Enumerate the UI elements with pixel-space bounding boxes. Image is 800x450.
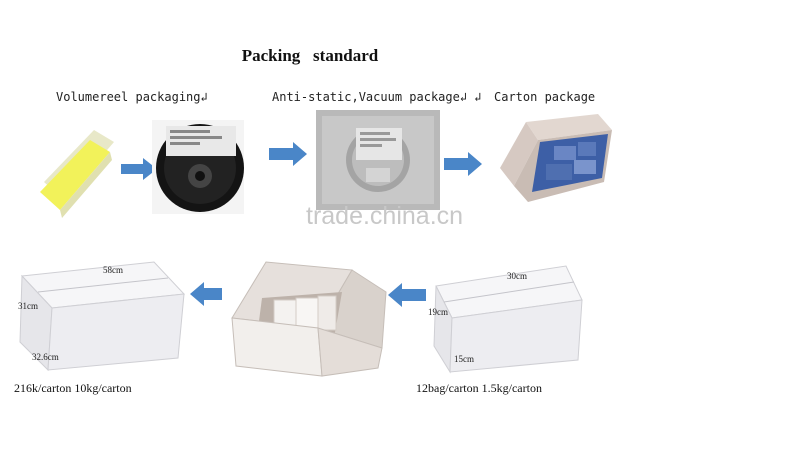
arrow-right-icon (444, 152, 482, 176)
open-box-image (222, 258, 392, 380)
arrow-right-icon (121, 158, 157, 180)
led-strip-image (36, 122, 118, 218)
arrow-right-icon (269, 142, 307, 166)
page-title: Packing standard (241, 46, 379, 65)
reel-image (152, 120, 244, 214)
large-carton-height: 31cm (18, 301, 38, 311)
large-carton-width: 32.6cm (32, 352, 59, 362)
step-label-carton: Carton package (494, 90, 596, 104)
small-carton-note: 12bag/carton 1.5kg/carton (416, 381, 542, 395)
small-carton-length: 30cm (507, 271, 527, 281)
arrow-left-icon (190, 282, 222, 306)
watermark: trade.china.cn (306, 202, 464, 230)
small-carton-width: 15cm (454, 354, 474, 364)
arrow-left-icon (388, 283, 426, 307)
large-carton-note: 216k/carton 10kg/carton (14, 381, 132, 395)
large-carton-image (18, 258, 190, 378)
vacuum-package-image (316, 110, 440, 210)
small-carton-height: 19cm (428, 307, 448, 317)
step-label-volumereel: Volumereel packaging↲ (56, 90, 208, 104)
step-label-vacuum: Anti-static,Vacuum package↲ ↲ (272, 90, 482, 104)
open-carton-image (498, 112, 614, 204)
large-carton-length: 58cm (103, 265, 123, 275)
small-carton-image (426, 260, 586, 376)
